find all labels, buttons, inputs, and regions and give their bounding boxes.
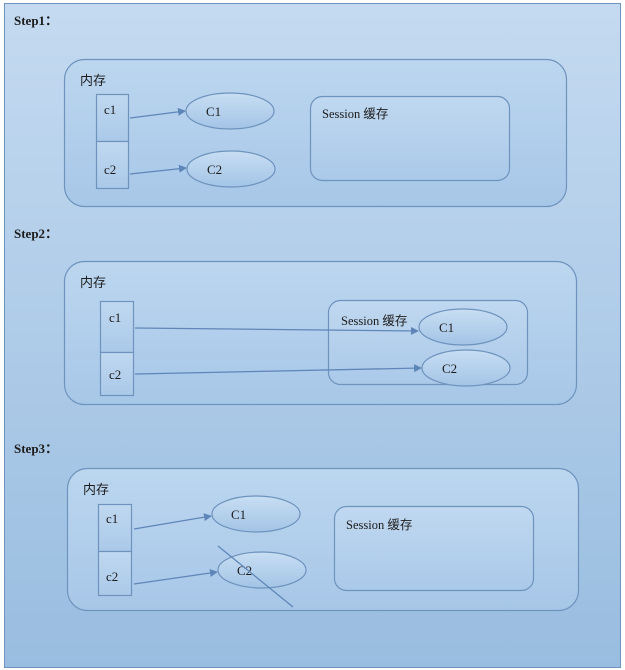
step-3-arrow-c1 xyxy=(133,513,212,530)
step-3-cell-c2 xyxy=(97,550,133,597)
step-3-cell-c1-label: c1 xyxy=(106,511,118,526)
step-3-object-c2-label: C2 xyxy=(237,563,252,578)
step-2-cell-c2 xyxy=(99,351,135,397)
step-1-cell-c2 xyxy=(95,140,130,190)
step-2-label: Step2： xyxy=(14,226,58,241)
step-2-cell-c1-label: c1 xyxy=(109,310,121,325)
step-3-object-c1 xyxy=(211,495,301,533)
step-2-arrow-c1 xyxy=(134,326,419,335)
step-2-session-label: Session 缓存 xyxy=(341,314,407,328)
step-1-object-c2 xyxy=(186,150,276,188)
step-3-object-c2 xyxy=(217,551,307,589)
step-1-object-c1 xyxy=(185,92,275,130)
step-3: Step3： 内存 c1 c2 C1 C2 Session 缓存 xyxy=(14,441,580,612)
step-3-arrow-c2 xyxy=(133,569,218,585)
step-3-session-cache xyxy=(333,505,535,592)
step-1-session-cache xyxy=(309,95,511,182)
step-2-memory-label: 内存 xyxy=(80,275,106,290)
step-1-arrow-c1 xyxy=(129,107,186,119)
step-1-label: Step1： xyxy=(14,13,58,28)
step-2-cell-c1 xyxy=(99,300,135,354)
step-1-object-c2-label: C2 xyxy=(207,162,222,177)
step-1-object-c1-label: C1 xyxy=(206,104,221,119)
step-1-cell-c2-label: c2 xyxy=(104,162,116,177)
step-1: Step1： 内存 c1 c2 C1 C2 Session 缓存 xyxy=(14,13,568,208)
step-1-cell-c1 xyxy=(95,93,130,143)
step-3-label: Step3： xyxy=(14,441,58,456)
step-3-session-label: Session 缓存 xyxy=(346,518,412,532)
step-1-arrow-c2 xyxy=(129,164,187,175)
step-2-object-c2 xyxy=(421,349,511,387)
step-2-cell-c2-label: c2 xyxy=(109,367,121,382)
step-1-cell-c1-label: c1 xyxy=(104,102,116,117)
step-2: Step2： 内存 c1 c2 Session 缓存 C1 C2 xyxy=(14,226,578,406)
step-1-session-label: Session 缓存 xyxy=(322,107,388,121)
step-3-strike-line xyxy=(217,545,294,608)
step-3-memory-label: 内存 xyxy=(83,482,109,497)
step-2-object-c1-label: C1 xyxy=(439,320,454,335)
step-2-object-c1 xyxy=(418,308,508,346)
step-1-memory-label: 内存 xyxy=(80,73,106,88)
step-2-object-c2-label: C2 xyxy=(442,361,457,376)
step-2-arrow-c2 xyxy=(134,364,422,375)
step-3-cell-c2-label: c2 xyxy=(106,569,118,584)
step-3-object-c1-label: C1 xyxy=(231,507,246,522)
